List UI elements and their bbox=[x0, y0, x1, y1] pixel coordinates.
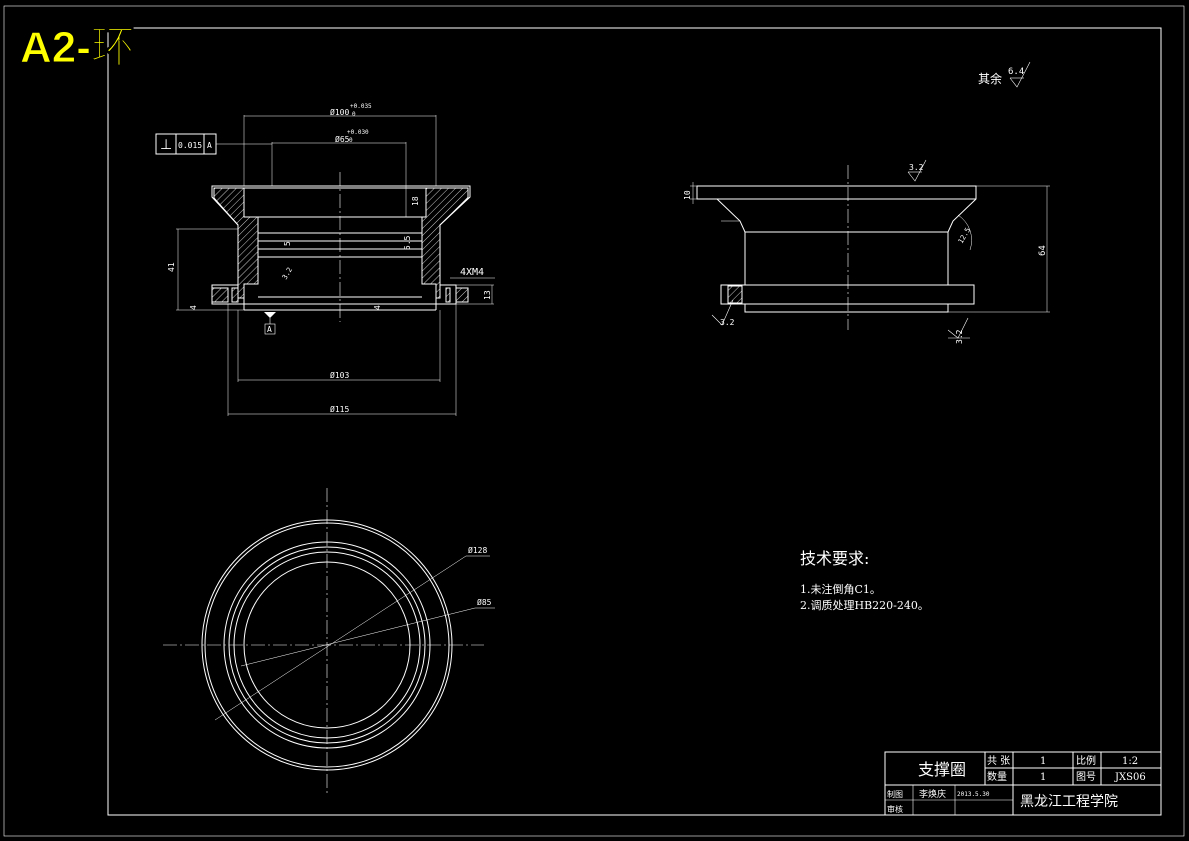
top-view: Ø128 Ø85 bbox=[163, 488, 495, 795]
dim-18: 18 bbox=[411, 196, 420, 206]
side-roughness-right: 3.2 bbox=[955, 329, 964, 344]
dim-13: 13 bbox=[483, 290, 492, 300]
datum-label: A bbox=[267, 325, 272, 334]
reviewer-label: 审核 bbox=[887, 804, 903, 814]
sheet-badge: A2-环 bbox=[20, 23, 135, 72]
part-name: 支撑圈 bbox=[918, 760, 966, 779]
top-dim-128: Ø128 bbox=[468, 545, 487, 555]
dim-103: Ø103 bbox=[330, 370, 349, 380]
roughness-rest-value: 6.4 bbox=[1008, 67, 1024, 77]
drafter-label: 制图 bbox=[887, 789, 903, 799]
top-dim-85: Ø85 bbox=[477, 597, 492, 607]
sheets-value: 1 bbox=[1040, 756, 1046, 767]
side-roughness-top: 3.2 bbox=[909, 163, 924, 172]
dim-4b: 4 bbox=[373, 305, 382, 310]
inner-border bbox=[107, 27, 1162, 816]
tol-zero-2: 0 bbox=[349, 137, 353, 144]
dim-5a: 5 bbox=[283, 241, 292, 246]
thread-label: 4XM4 bbox=[460, 267, 484, 278]
geo-tol-symbol: ⊥ bbox=[160, 137, 172, 153]
roughness-rest-label: 其余 bbox=[978, 71, 1002, 86]
side-dim-10: 10 bbox=[683, 190, 692, 200]
roughness-32: 3.2 bbox=[281, 266, 294, 281]
dim-outer-dia: Ø100 bbox=[330, 107, 349, 117]
tol-zero-1: 0 bbox=[352, 111, 356, 118]
dim-inner-tol: +0.030 bbox=[347, 129, 369, 136]
side-dim-64: 64 bbox=[1038, 245, 1048, 256]
title-block: 支撑圈 共 张 1 比例 1:2 数量 1 图号 JXS06 制图 李焕庆 20… bbox=[884, 751, 1162, 816]
drawing-no-label: 图号 bbox=[1076, 771, 1096, 783]
dim-inner-dia: Ø65 bbox=[335, 134, 350, 144]
geo-tol-datum: A bbox=[207, 141, 212, 150]
dim-outer-tol: +0.035 bbox=[350, 103, 372, 110]
dim-115: Ø115 bbox=[330, 404, 349, 414]
scale-label: 比例 bbox=[1076, 754, 1096, 767]
school-name: 黑龙江工程学院 bbox=[1020, 794, 1118, 810]
side-view: 10 64 3.2 12.5 3.2 3.2 bbox=[683, 159, 1050, 344]
sheets-label: 共 张 bbox=[987, 755, 1010, 767]
drawing-no-value: JXS06 bbox=[1114, 772, 1146, 783]
roughness-rest: 其余 6.4 bbox=[978, 61, 1031, 88]
front-section-view: Ø100 +0.035 Ø65 +0.030 ⊥ 0.015 A 18 5 5.… bbox=[155, 103, 495, 416]
drafter-date: 2013.5.30 bbox=[957, 791, 990, 798]
qty-label: 数量 bbox=[987, 770, 1007, 783]
tech-req-item-1: 1.未注倒角C1。 bbox=[800, 582, 881, 596]
geo-tol-value: 0.015 bbox=[178, 141, 202, 150]
tech-requirements: 技术要求: 1.未注倒角C1。 2.调质处理HB220-240。 bbox=[800, 549, 929, 612]
dim-4: 4 bbox=[189, 305, 198, 310]
dim-41: 41 bbox=[167, 262, 176, 272]
tech-req-item-2: 2.调质处理HB220-240。 bbox=[800, 599, 929, 612]
scale-value: 1:2 bbox=[1122, 756, 1138, 767]
qty-value: 1 bbox=[1040, 772, 1046, 783]
side-roughness-12: 12.5 bbox=[957, 226, 972, 245]
drafter-name: 李焕庆 bbox=[919, 788, 946, 800]
side-roughness-left: 3.2 bbox=[720, 318, 735, 327]
tech-req-title: 技术要求: bbox=[800, 549, 869, 568]
outer-border bbox=[3, 5, 1185, 837]
dim-5b: 5.5 bbox=[403, 235, 412, 250]
